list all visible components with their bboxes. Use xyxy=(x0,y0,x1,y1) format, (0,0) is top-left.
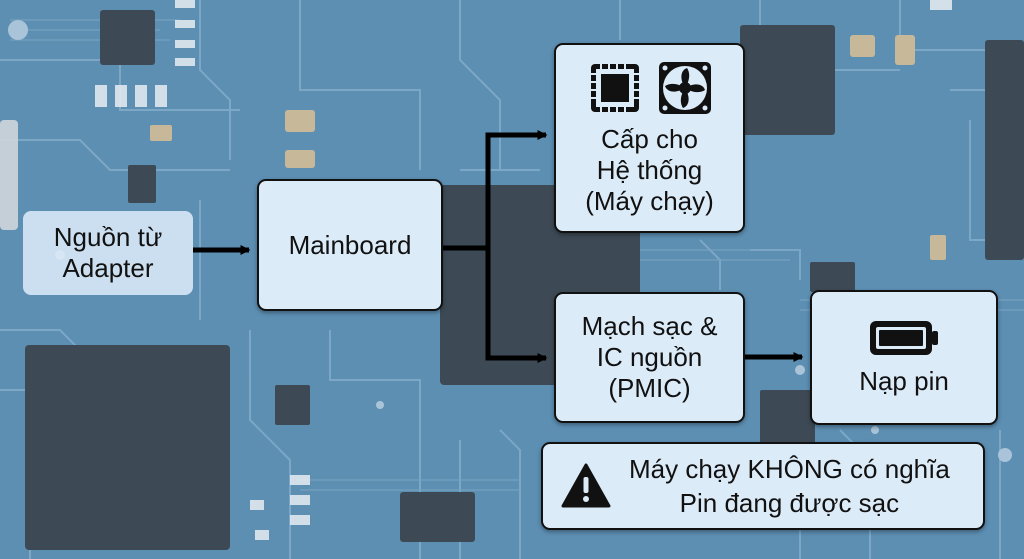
node-pmic-line-1: Mạch sạc & xyxy=(581,311,718,341)
node-mainboard: Mainboard xyxy=(257,179,443,311)
node-battery-label: Nạp pin xyxy=(859,366,949,396)
node-system: Cấp cho Hệ thống (Máy chạy) xyxy=(554,43,745,233)
cpu-chip-icon xyxy=(590,64,639,112)
node-source-line-1: Nguồn từ xyxy=(53,222,163,252)
node-pmic-line-3: (PMIC) xyxy=(608,373,691,403)
node-charging-pmic: Mạch sạc & IC nguồn (PMIC) xyxy=(554,292,745,423)
warning-line-2: Pin đang được sạc xyxy=(679,488,900,518)
warning-note: Máy chạy KHÔNG có nghĩa Pin đang được sạ… xyxy=(541,442,985,530)
node-mainboard-label: Mainboard xyxy=(288,229,412,260)
battery-icon xyxy=(870,321,938,355)
node-source-line-2: Adapter xyxy=(62,253,154,283)
warning-line-1: Máy chạy KHÔNG có nghĩa xyxy=(629,454,950,484)
cooling-fan-icon xyxy=(658,62,711,114)
node-system-line-2: Hệ thống xyxy=(596,155,703,185)
node-system-line-1: Cấp cho xyxy=(601,124,698,154)
node-battery-charge: Nạp pin xyxy=(810,290,998,425)
node-power-source: Nguồn từ Adapter xyxy=(23,211,193,295)
node-pmic-line-2: IC nguồn xyxy=(596,342,703,372)
warning-triangle-icon xyxy=(561,463,611,508)
node-system-line-3: (Máy chạy) xyxy=(585,186,714,216)
